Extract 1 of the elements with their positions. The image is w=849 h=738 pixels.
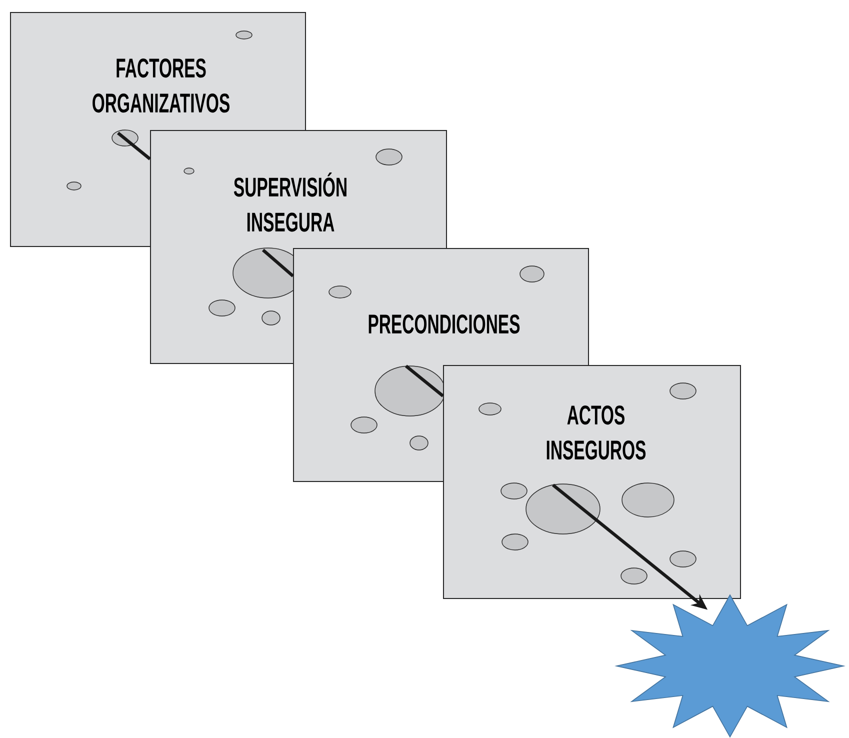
layer-panel: ACTOS INSEGUROS [443,365,741,599]
